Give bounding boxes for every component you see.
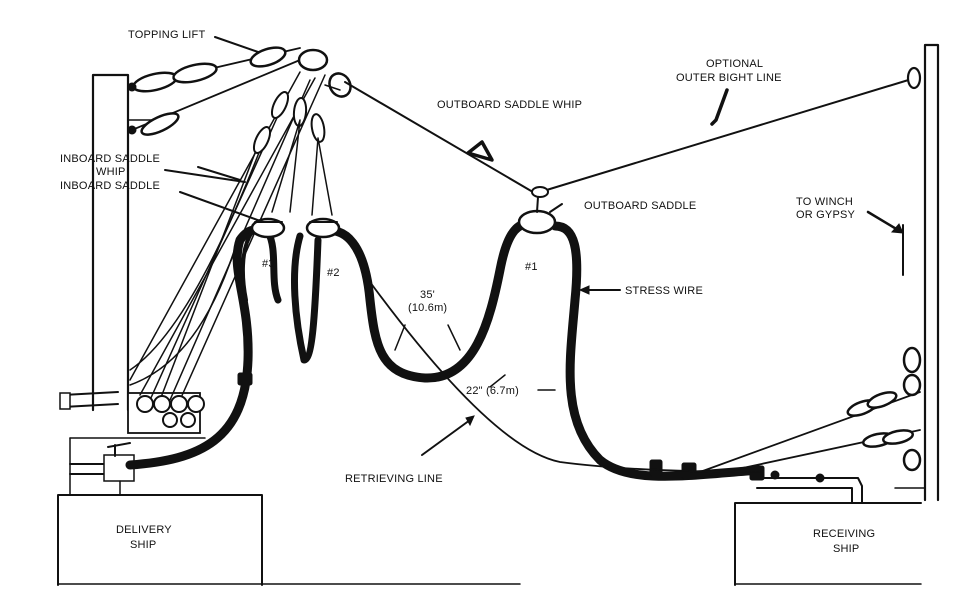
to-winch-label-2: OR GYPSY [796,209,856,221]
deck-fittings [136,395,205,428]
outer-bight-line [539,66,922,193]
leader-lines [164,36,563,223]
stress-wire-label: STRESS WIRE [625,285,703,297]
inboard-saddle-whip-label-2: WHIP [96,166,126,178]
hose-length-label: 22" (6.7m) [466,385,519,397]
stress-wire [699,346,922,483]
optional-label: OPTIONAL [706,58,763,70]
outer-bight-line-label: OUTER BIGHT LINE [676,72,782,84]
inboard-saddle-label: INBOARD SADDLE [60,180,160,192]
saddle-1-label: #1 [525,261,538,273]
retrieving-line [369,281,761,473]
bight-length-label: 35' [420,289,435,301]
topping-lift-label: TOPPING LIFT [128,29,205,41]
outboard-saddle-whip-label: OUTBOARD SADDLE WHIP [437,99,582,111]
receiving-ship-label-2: SHIP [833,543,859,555]
saddle-2-label: #2 [327,267,340,279]
delivery-ship-label-2: SHIP [130,539,156,551]
saddle-3 [250,217,286,239]
outboard-saddle-label: OUTBOARD SADDLE [584,200,696,212]
outboard-saddle-whip [344,81,539,196]
fuel-hose [125,219,765,481]
topping-lift-rigging [127,46,352,136]
dimension-arrows [394,285,621,456]
saddle-1 [517,186,557,235]
to-winch-label-1: TO WINCH [796,196,853,208]
receiving-ship [734,502,922,586]
saddle-3-label: #3 [262,258,275,270]
inboard-saddle-whip-label-1: INBOARD SADDLE [60,153,160,165]
saddle-2 [305,217,341,239]
bight-length-metric-label: (10.6m) [408,302,447,314]
retrieving-line-label: RETRIEVING LINE [345,473,443,485]
to-winch-line [866,210,904,276]
receiving-ship-label-1: RECEIVING [813,528,875,540]
delivery-ship [57,494,521,586]
delivery-ship-label-1: DELIVERY [116,524,172,536]
receiving-kingpost [756,43,940,504]
